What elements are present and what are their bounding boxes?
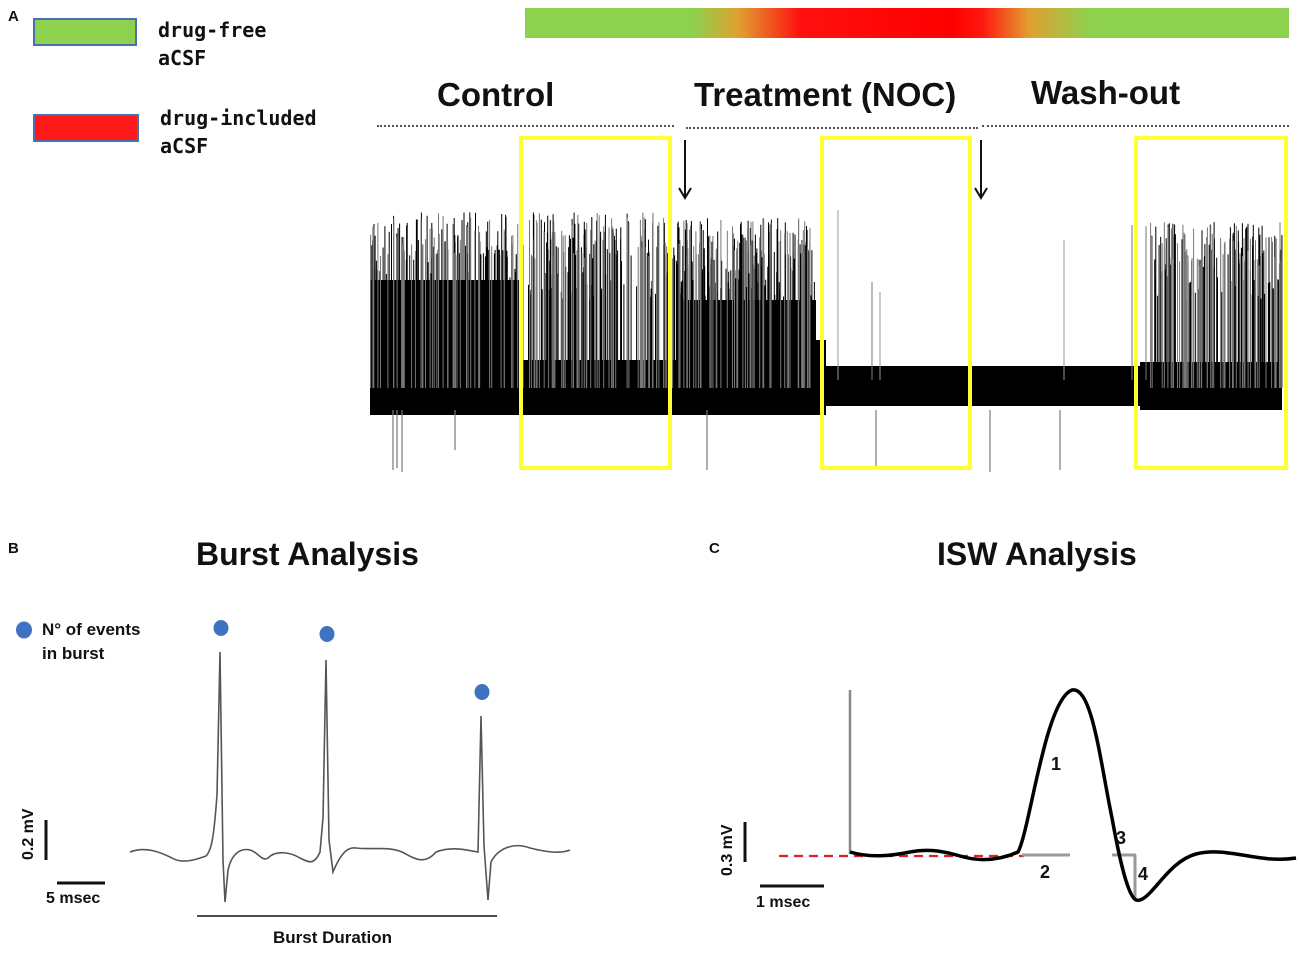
isw-marker-3: 3 <box>1116 828 1127 848</box>
isw-waveform <box>849 688 1297 902</box>
burst-scale-time-label: 5 msec <box>46 890 101 907</box>
event-marker-legend-icon <box>16 621 32 639</box>
event-marker-dot <box>474 684 490 700</box>
burst-analysis-title: Burst Analysis <box>196 536 419 572</box>
panel-c-letter: C <box>709 540 720 557</box>
event-marker-dot <box>319 626 335 642</box>
baseline-noise-band <box>826 366 1140 406</box>
legend-label-line: aCSF <box>160 134 209 158</box>
perfusion-gradient-bar <box>525 8 1289 38</box>
burst-waveform <box>129 651 571 903</box>
legend-swatch-drug-free <box>33 18 137 46</box>
isw-scale-voltage-label: 0.3 mV <box>719 824 736 876</box>
spike-group <box>370 212 674 388</box>
legend-swatch-drug-included <box>33 114 139 142</box>
recording-trace <box>370 136 1288 472</box>
panel-b-letter: B <box>8 540 19 557</box>
legend-label-drug-free: drug-free aCSF <box>158 16 266 72</box>
analysis-window-box <box>1134 136 1288 470</box>
spike-group <box>1150 222 1282 388</box>
phase-label-washout: Wash-out <box>1031 74 1181 111</box>
down-arrow-icon <box>974 187 988 200</box>
event-marker-legend-text: N° of events in burst <box>42 618 140 666</box>
down-arrow-icon <box>678 187 692 200</box>
legend-text-line: N° of events <box>42 620 141 639</box>
phase-divider-control <box>377 125 674 127</box>
legend-label-line: drug-included <box>160 106 317 130</box>
phase-divider-treatment <box>686 127 978 129</box>
isw-marker-4: 4 <box>1138 864 1149 884</box>
phase-divider-washout <box>982 125 1289 127</box>
event-marker-dot <box>213 620 229 636</box>
panel-a-letter: A <box>8 8 19 25</box>
isw-analysis-title: ISW Analysis <box>937 536 1137 572</box>
legend-text-line: in burst <box>42 644 105 663</box>
analysis-window-box <box>519 136 672 470</box>
legend-label-drug-included: drug-included aCSF <box>160 104 317 160</box>
isw-marker-1: 1 <box>1051 754 1062 774</box>
spike-group <box>678 218 811 388</box>
burst-duration-label: Burst Duration <box>273 928 392 947</box>
analysis-window-box <box>820 136 972 470</box>
legend-label-line: drug-free <box>158 18 267 42</box>
phase-label-treatment: Treatment (NOC) <box>694 76 957 113</box>
isw-scale-time-label: 1 msec <box>756 894 811 911</box>
legend-label-line: aCSF <box>158 46 207 70</box>
isw-marker-2: 2 <box>1040 862 1051 882</box>
phase-label-control: Control <box>437 76 555 113</box>
